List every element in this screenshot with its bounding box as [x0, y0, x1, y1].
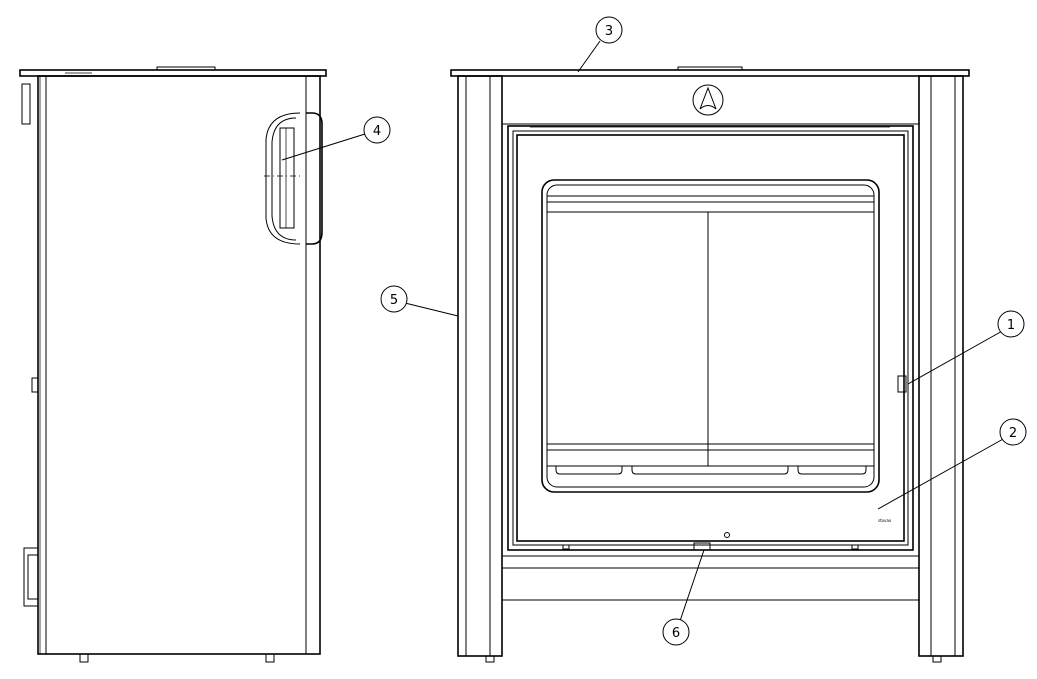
callout-6	[662, 618, 690, 646]
callout-2	[999, 418, 1027, 446]
callout-1-label: 1	[1007, 318, 1015, 333]
front-left-leg	[457, 75, 503, 657]
callout-5-label: 5	[390, 293, 398, 308]
callout-4-label: 4	[373, 124, 381, 139]
callout-4	[363, 116, 391, 144]
bottom-latch	[693, 542, 711, 551]
side-body	[37, 75, 321, 655]
front-top-plate	[450, 69, 970, 77]
callout-3	[595, 16, 623, 44]
front-foot	[485, 655, 495, 663]
side-foot	[265, 653, 275, 663]
front-foot	[932, 655, 942, 663]
front-fascia	[501, 75, 920, 125]
callout-6-label: 6	[672, 626, 680, 641]
front-door-frame	[507, 125, 914, 551]
brand-mark: stovax	[878, 518, 892, 523]
callouts: 3 4 5 1 2 6	[281, 16, 1027, 646]
door-handle	[897, 375, 907, 393]
airwash-control-icon	[692, 84, 724, 116]
front-glass	[541, 179, 880, 493]
front-door	[516, 134, 905, 542]
side-cutout	[306, 112, 323, 245]
side-flue-collar	[21, 83, 31, 125]
side-foot	[79, 653, 89, 663]
front-plinth	[501, 555, 920, 601]
side-view	[19, 66, 327, 663]
callout-1	[997, 310, 1025, 338]
callout-3-label: 3	[605, 24, 613, 39]
front-view: stovax	[450, 66, 970, 663]
callout-2-label: 2	[1009, 426, 1017, 441]
side-air-control	[279, 127, 295, 229]
callout-5	[380, 285, 408, 313]
